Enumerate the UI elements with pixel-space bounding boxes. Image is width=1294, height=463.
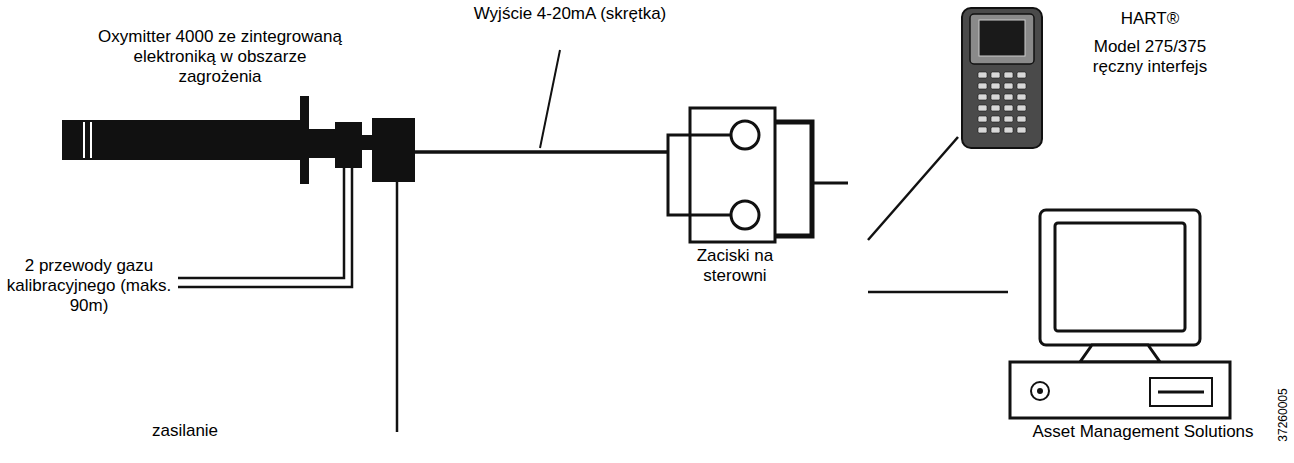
- handheld-screen: [979, 20, 1025, 56]
- cal-gas-line: [178, 168, 352, 287]
- keypad-key: [978, 116, 987, 122]
- bracket-stub: [812, 182, 848, 185]
- keypad-key: [991, 72, 1000, 78]
- hart-handheld: HART® Model 275/375 ręczny interfejs: [950, 5, 1240, 155]
- electronics-housing: [372, 118, 415, 182]
- leader-line: [540, 50, 560, 148]
- oxymitter-probe: Oxymitter 4000 ze zintegrowaną elektroni…: [62, 25, 415, 185]
- control-room-terminals: Zaciski na sterowni: [668, 104, 868, 300]
- probe-neck: [362, 135, 372, 150]
- keypad-key: [1017, 83, 1026, 89]
- junction-box: [335, 122, 362, 168]
- handheld-bezel: [970, 14, 1034, 64]
- keypad-key: [1017, 72, 1026, 78]
- keypad-key: [1017, 127, 1026, 133]
- signal-cable: [868, 291, 1008, 294]
- monitor-stand: [1080, 345, 1160, 362]
- keypad-key: [991, 127, 1000, 133]
- keypad-key: [1017, 94, 1026, 100]
- keypad-key: [1004, 105, 1013, 111]
- probe-stripe: [90, 122, 92, 158]
- node-label: Oxymitter 4000 ze zintegrowaną elektroni…: [90, 27, 350, 87]
- keypad-key: [1017, 105, 1026, 111]
- pc-speaker: [1037, 388, 1043, 394]
- node-label: Asset Management Solutions: [1008, 422, 1278, 442]
- keypad-key: [978, 72, 987, 78]
- keypad-key: [1004, 72, 1013, 78]
- power-label: zasilanie: [120, 421, 250, 441]
- node-label: HART®: [1100, 9, 1200, 29]
- signal-label: Wyjście 4-20mA (skrętka): [470, 4, 670, 24]
- keypad-key: [978, 83, 987, 89]
- keypad-key: [1004, 83, 1013, 89]
- signal-cable: [868, 137, 958, 240]
- disk-slot: [1158, 391, 1204, 394]
- keypad-key: [1004, 116, 1013, 122]
- signal-cable: [415, 150, 668, 154]
- keypad: [978, 72, 1026, 133]
- keypad-key: [978, 127, 987, 133]
- keypad-key: [978, 94, 987, 100]
- disk-drive: [1150, 378, 1212, 406]
- figure-number: 37260005: [1276, 375, 1290, 455]
- node-sublabel: Model 275/375 ręczny interfejs: [1090, 37, 1210, 77]
- keypad-key: [991, 94, 1000, 100]
- node-label: Zaciski na sterowni: [680, 246, 790, 286]
- pc-speaker: [1031, 382, 1049, 400]
- keypad-key: [1017, 116, 1026, 122]
- probe-neck: [309, 129, 336, 158]
- keypad-key: [1004, 94, 1013, 100]
- terminal-wire: [668, 135, 731, 215]
- pc-case: [1010, 362, 1230, 418]
- keypad-key: [991, 83, 1000, 89]
- probe-tube: [62, 120, 302, 160]
- keypad-key: [991, 116, 1000, 122]
- terminal-block: [690, 108, 775, 242]
- probe-stripe: [83, 122, 85, 158]
- keypad-key: [991, 105, 1000, 111]
- monitor-screen: [1055, 223, 1185, 331]
- keypad-key: [1004, 127, 1013, 133]
- handheld-body: [962, 8, 1042, 148]
- cal-gas-line: [178, 168, 344, 278]
- flange: [300, 96, 309, 184]
- monitor: [1040, 210, 1200, 345]
- terminal-screw: [731, 121, 759, 149]
- bracket: [775, 122, 812, 236]
- asset-management-pc: Asset Management Solutions: [1008, 205, 1278, 460]
- terminal-screw: [731, 201, 759, 229]
- cal-gas-label: 2 przewody gazu kalibracyjnego (maks. 90…: [6, 256, 172, 316]
- power-line: [396, 182, 399, 432]
- keypad-key: [978, 105, 987, 111]
